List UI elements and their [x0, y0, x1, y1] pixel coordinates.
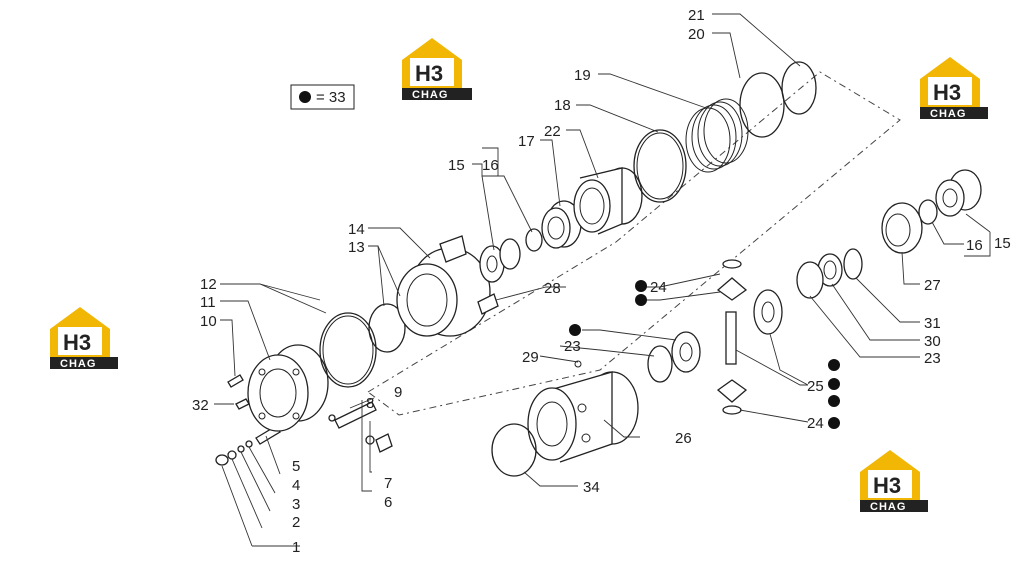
watermark-logo-bottom: H3 CHAG — [860, 450, 928, 513]
ring-18 — [633, 129, 687, 203]
callout-12: 12 — [200, 276, 217, 293]
callout-8: 8 — [366, 395, 374, 412]
leader-lines — [214, 13, 991, 547]
plate-23-right — [796, 261, 824, 299]
callout-26: 26 — [675, 430, 692, 447]
callout-32: 32 — [192, 397, 209, 414]
legend-box: = 33 — [290, 84, 355, 110]
callout-15-right: 15 — [994, 235, 1011, 252]
sleeve-22 — [573, 167, 643, 235]
callout-15-left: 15 — [448, 157, 465, 174]
callout-16-right: 16 — [966, 237, 983, 254]
svg-text:H3: H3 — [873, 473, 901, 498]
svg-text:H3: H3 — [933, 80, 961, 105]
callout-23-right: 23 — [924, 350, 941, 367]
differential-outline — [367, 71, 901, 416]
side-gear-right — [753, 289, 783, 335]
callout-22: 22 — [544, 123, 561, 140]
ring-12 — [319, 312, 377, 388]
callout-24-top: 24 — [650, 279, 667, 296]
bearing-17 — [541, 200, 582, 249]
bearing-27 — [881, 202, 923, 254]
callout-24-bottom: 24 — [807, 415, 824, 432]
input-shaft-15 — [479, 238, 521, 283]
pin-28 — [477, 293, 499, 315]
callout-18: 18 — [554, 97, 571, 114]
watermark-logo-right: H3 CHAG — [920, 57, 988, 120]
callout-labels: 1 2 3 4 5 6 7 8 9 10 11 12 13 14 15 16 1… — [192, 7, 1011, 556]
callout-7: 7 — [384, 475, 392, 492]
callout-25: 25 — [807, 378, 824, 395]
callout-11: 11 — [200, 294, 216, 311]
callout-13: 13 — [348, 239, 365, 256]
svg-text:CHAG: CHAG — [930, 108, 966, 120]
svg-text:CHAG: CHAG — [412, 89, 448, 101]
callout-10: 10 — [200, 313, 217, 330]
svg-text:H3: H3 — [415, 61, 443, 86]
callout-16-left: 16 — [482, 157, 499, 174]
pinion-top — [716, 259, 748, 301]
callout-6: 6 — [384, 494, 392, 511]
spring-19 — [685, 98, 749, 173]
snap-ring-21 — [781, 61, 817, 115]
callout-5: 5 — [292, 458, 300, 475]
svg-text:H3: H3 — [63, 330, 91, 355]
shaft-8 — [328, 401, 377, 429]
watermark-logo-left: H3 CHAG — [50, 307, 118, 370]
svg-text:= 33: = 33 — [316, 89, 346, 106]
snap-ring-31 — [843, 248, 863, 280]
washer-16 — [525, 228, 543, 252]
pin-32 — [235, 398, 250, 410]
callout-28: 28 — [544, 280, 561, 297]
hub-flange-11 — [247, 344, 329, 432]
snap-ring-34 — [491, 423, 537, 477]
callout-27: 27 — [924, 277, 941, 294]
bullet-markers — [569, 280, 840, 429]
callout-1: 1 — [292, 539, 300, 556]
callout-23-left: 23 — [564, 338, 581, 355]
oring-13 — [368, 303, 406, 353]
callout-14: 14 — [348, 221, 365, 238]
ring-20 — [739, 72, 785, 138]
watermark-logo-top: H3 CHAG — [402, 38, 472, 101]
washer-16-right — [918, 199, 938, 225]
callout-34: 34 — [583, 479, 600, 496]
callout-4: 4 — [292, 477, 300, 494]
callout-9: 9 — [394, 384, 402, 401]
pinion-bottom — [716, 379, 748, 415]
bolt-10 — [227, 374, 244, 388]
callout-19: 19 — [574, 67, 591, 84]
svg-text:CHAG: CHAG — [870, 501, 906, 513]
callout-21: 21 — [688, 7, 705, 24]
plate-23-left — [647, 345, 673, 383]
diff-case-26 — [527, 371, 639, 463]
side-gear-left — [671, 331, 701, 373]
callout-31: 31 — [924, 315, 941, 332]
callout-3: 3 — [292, 496, 300, 513]
callout-2: 2 — [292, 514, 300, 531]
output-shaft-15 — [935, 169, 982, 217]
callout-29: 29 — [522, 349, 539, 366]
callout-30: 30 — [924, 333, 941, 350]
cross-shaft-25 — [725, 311, 737, 365]
plug-assembly — [215, 425, 281, 466]
svg-text:CHAG: CHAG — [60, 358, 96, 370]
ball-29 — [574, 360, 582, 368]
callout-17: 17 — [518, 133, 535, 150]
callout-20: 20 — [688, 26, 705, 43]
housing-14 — [396, 235, 491, 337]
